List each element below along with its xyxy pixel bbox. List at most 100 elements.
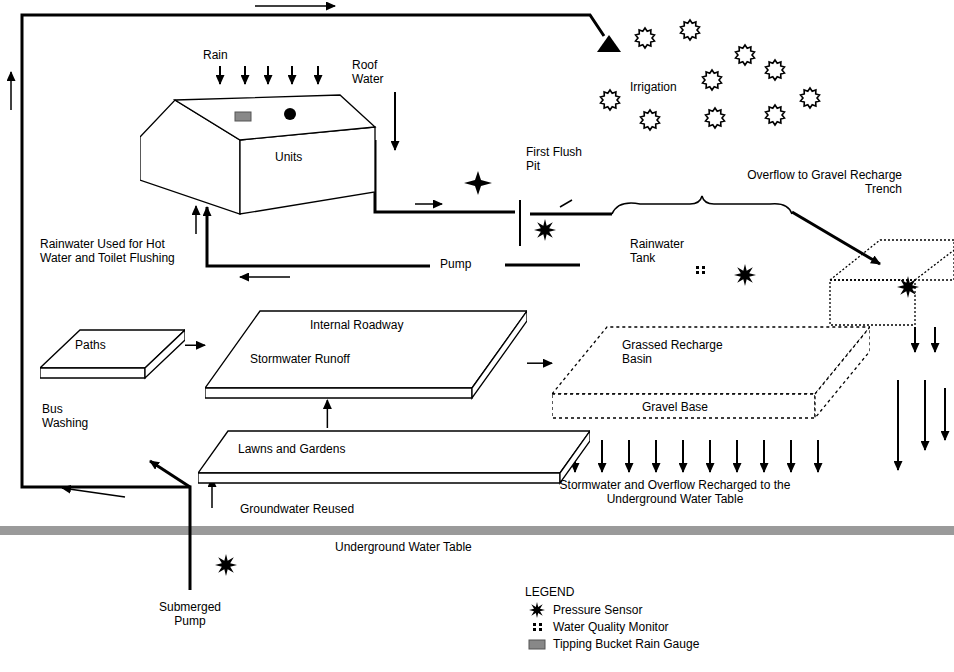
rain-gauge-symbol — [529, 640, 545, 649]
rain-arrows — [220, 66, 318, 84]
diagram-label: Rain — [203, 48, 228, 62]
sprinkler-symbol — [703, 70, 722, 90]
node-title: Lawns and Gardens — [238, 442, 345, 456]
node-outline — [198, 428, 590, 486]
pressure-sensor-symbol — [215, 554, 237, 576]
rain-gauge-symbol — [235, 112, 251, 121]
water-quality-monitor-symbol — [696, 271, 699, 274]
legend-text: Tipping Bucket Rain Gauge — [553, 637, 699, 651]
legend-text: Water Quality Monitor — [553, 620, 669, 634]
node-outline — [552, 322, 870, 422]
building-node: Units — [140, 92, 380, 217]
recharge-arrow — [790, 440, 792, 472]
sprinkler-head — [597, 35, 621, 52]
recharge-arrow — [736, 440, 738, 472]
sprinkler-symbol — [641, 110, 660, 130]
water-quality-monitor-symbol — [702, 266, 705, 269]
sprinkler-symbol — [681, 20, 700, 40]
diagram-label: Roof Water — [352, 58, 398, 86]
water-quality-monitor-symbol — [696, 266, 699, 269]
slab-face — [198, 431, 590, 473]
slab-face — [472, 311, 527, 398]
recharge-arrow — [628, 440, 630, 472]
legend-text: Pressure Sensor — [553, 603, 642, 617]
node-title: Units — [275, 150, 302, 164]
legend-title: LEGEND — [525, 585, 574, 599]
recharge-basin-node: Grassed Recharge BasinGravel Base — [552, 322, 870, 422]
slab-node: Paths — [40, 326, 185, 381]
slab-face — [40, 368, 145, 378]
diagram-label: First Flush Pit — [526, 145, 586, 173]
sprinkler-symbol — [601, 90, 620, 110]
sprinkler-symbol — [766, 60, 785, 80]
slab-face — [552, 327, 870, 394]
flow-arrow — [185, 345, 205, 347]
recharge-arrow — [763, 440, 765, 472]
sprinkler-symbol — [736, 45, 755, 65]
legend-row: Tipping Bucket Rain Gauge — [525, 635, 699, 652]
diagram-label: Submerged Pump — [150, 600, 230, 628]
legend-symbol — [525, 619, 553, 635]
diagram-label: Bus Washing — [42, 402, 98, 430]
node-title: Paths — [75, 338, 106, 352]
legend-row: Water Quality Monitor — [525, 618, 699, 635]
diagram-label: Irrigation — [630, 80, 677, 94]
basin-recharge-arrows — [575, 440, 818, 472]
pressure-sensor-symbol — [534, 219, 556, 241]
recharge-arrow — [601, 440, 603, 472]
slab-face — [205, 311, 527, 388]
slab-face — [240, 127, 375, 214]
recharge-arrow — [709, 440, 711, 472]
water-quality-monitor-symbol — [533, 623, 536, 626]
water-quality-monitor-symbol — [533, 628, 536, 631]
recharge-arrow — [655, 440, 657, 472]
sprinkler-symbol — [636, 28, 655, 48]
recharge-arrow — [817, 440, 819, 472]
recharge-arrow — [682, 440, 684, 472]
pressure-sensor-symbol — [734, 264, 756, 286]
diagram-label: Stormwater and Overflow Recharged to the… — [525, 478, 825, 506]
legend-symbol — [525, 602, 553, 618]
legend: Pressure SensorWater Quality MonitorTipp… — [525, 601, 699, 652]
node-title: Internal Roadway — [310, 318, 403, 332]
slab-face — [815, 327, 870, 418]
water-table-band — [0, 526, 954, 535]
slab-face — [145, 330, 185, 378]
water-quality-monitor-symbol — [702, 271, 705, 274]
slab-face — [198, 473, 560, 483]
slab-face — [175, 95, 375, 140]
diagram-label: Underground Water Table — [335, 540, 472, 554]
water-quality-monitor-symbol — [539, 623, 542, 626]
diagram-label: Rainwater Tank — [630, 237, 700, 265]
node-text: Stormwater Runoff — [250, 352, 350, 366]
pressure-sensor-symbol — [897, 276, 919, 298]
diagram-label: Overflow to Gravel Recharge Trench — [730, 168, 902, 196]
diagram-label: Groundwater Reused — [240, 502, 354, 516]
node-outline — [40, 326, 185, 381]
node-text: Gravel Base — [642, 400, 708, 414]
sprinkler-symbol — [706, 108, 725, 128]
slab-face — [560, 431, 590, 483]
sprinkler-symbol — [766, 105, 785, 125]
legend-row: Pressure Sensor — [525, 601, 699, 618]
recharge-trench — [830, 240, 954, 325]
slab-face — [40, 330, 185, 368]
recharge-arrows — [898, 327, 945, 470]
node-outline — [140, 92, 380, 217]
slab-face — [205, 388, 472, 398]
slab-node: Internal RoadwayStormwater Runoff — [205, 308, 527, 400]
water-quality-monitor-symbol — [539, 628, 542, 631]
flow-arrow — [327, 400, 329, 428]
flow-arrow — [527, 362, 552, 364]
diagram-label: Pump — [440, 257, 471, 271]
slab-node: Lawns and Gardens — [198, 428, 590, 486]
rain-gauge-symbol — [284, 108, 296, 120]
diagram-label: Rainwater Used for Hot Water and Toilet … — [40, 237, 190, 265]
pressure-sensor-symbol — [529, 602, 545, 618]
first-flush-marker — [464, 171, 492, 195]
pipes — [11, 6, 880, 590]
sprinkler-symbol — [801, 88, 820, 108]
legend-symbol — [525, 636, 553, 652]
